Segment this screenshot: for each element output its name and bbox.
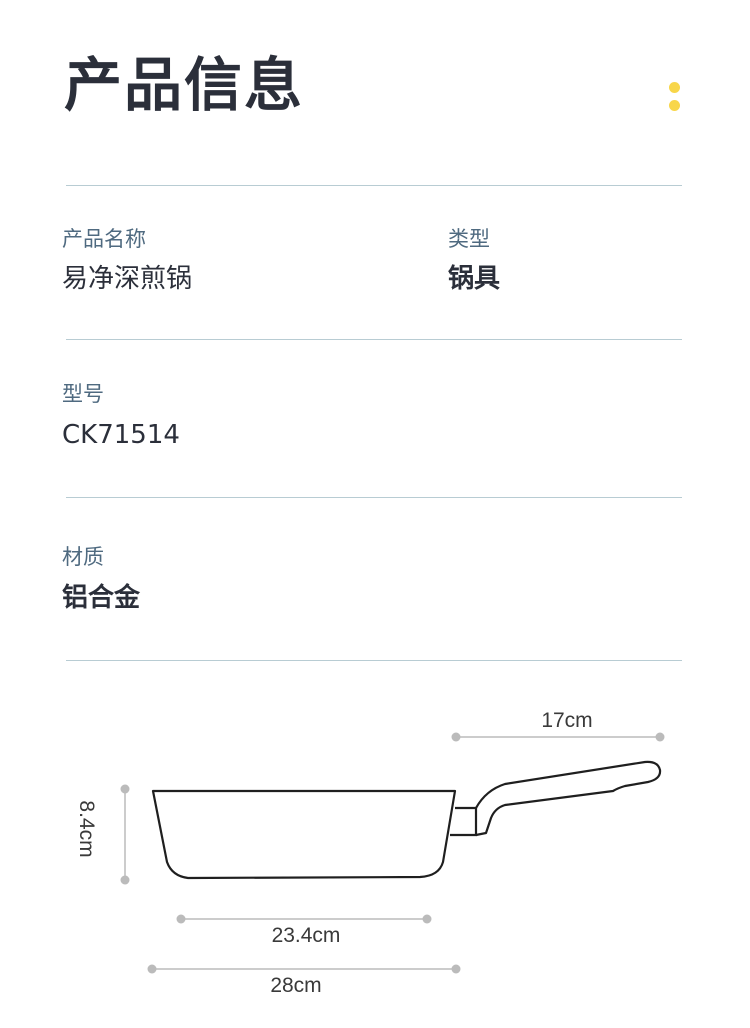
divider [66,339,682,340]
dimension-dot [147,964,157,974]
type-label: 类型 [448,227,490,251]
divider [66,660,682,661]
handle-dimension-label: 17cm [541,709,592,732]
pan-dimension-diagram: 17cm 8.4cm 23.4cm 28cm [75,709,665,997]
dimension-dot [655,732,665,742]
page-title: 产品信息 [64,51,305,119]
dimension-dot [120,875,130,885]
dimension-dot [451,732,461,742]
product-name-label: 产品名称 [62,227,146,251]
decorative-dots [669,82,681,118]
dimension-dot [451,964,461,974]
dot-icon [669,82,680,93]
divider [66,497,682,498]
pan-body [151,789,457,880]
base-dimension-label: 23.4cm [272,924,341,947]
divider [66,185,682,186]
pan-handle [475,760,662,837]
product-name-value: 易净深煎锅 [62,264,193,294]
material-label: 材质 [62,545,104,569]
height-dimension-label: 8.4cm [75,800,98,857]
dimension-dot [422,914,432,924]
material-value: 铝合金 [62,583,141,613]
model-value: CK71514 [62,420,180,450]
model-label: 型号 [62,382,104,406]
dimension-dot [120,784,130,794]
pan-handle-collar [450,806,478,837]
dot-icon [669,100,680,111]
diameter-dimension-label: 28cm [270,974,321,997]
dimension-dot [176,914,186,924]
type-value: 锅具 [448,264,501,294]
